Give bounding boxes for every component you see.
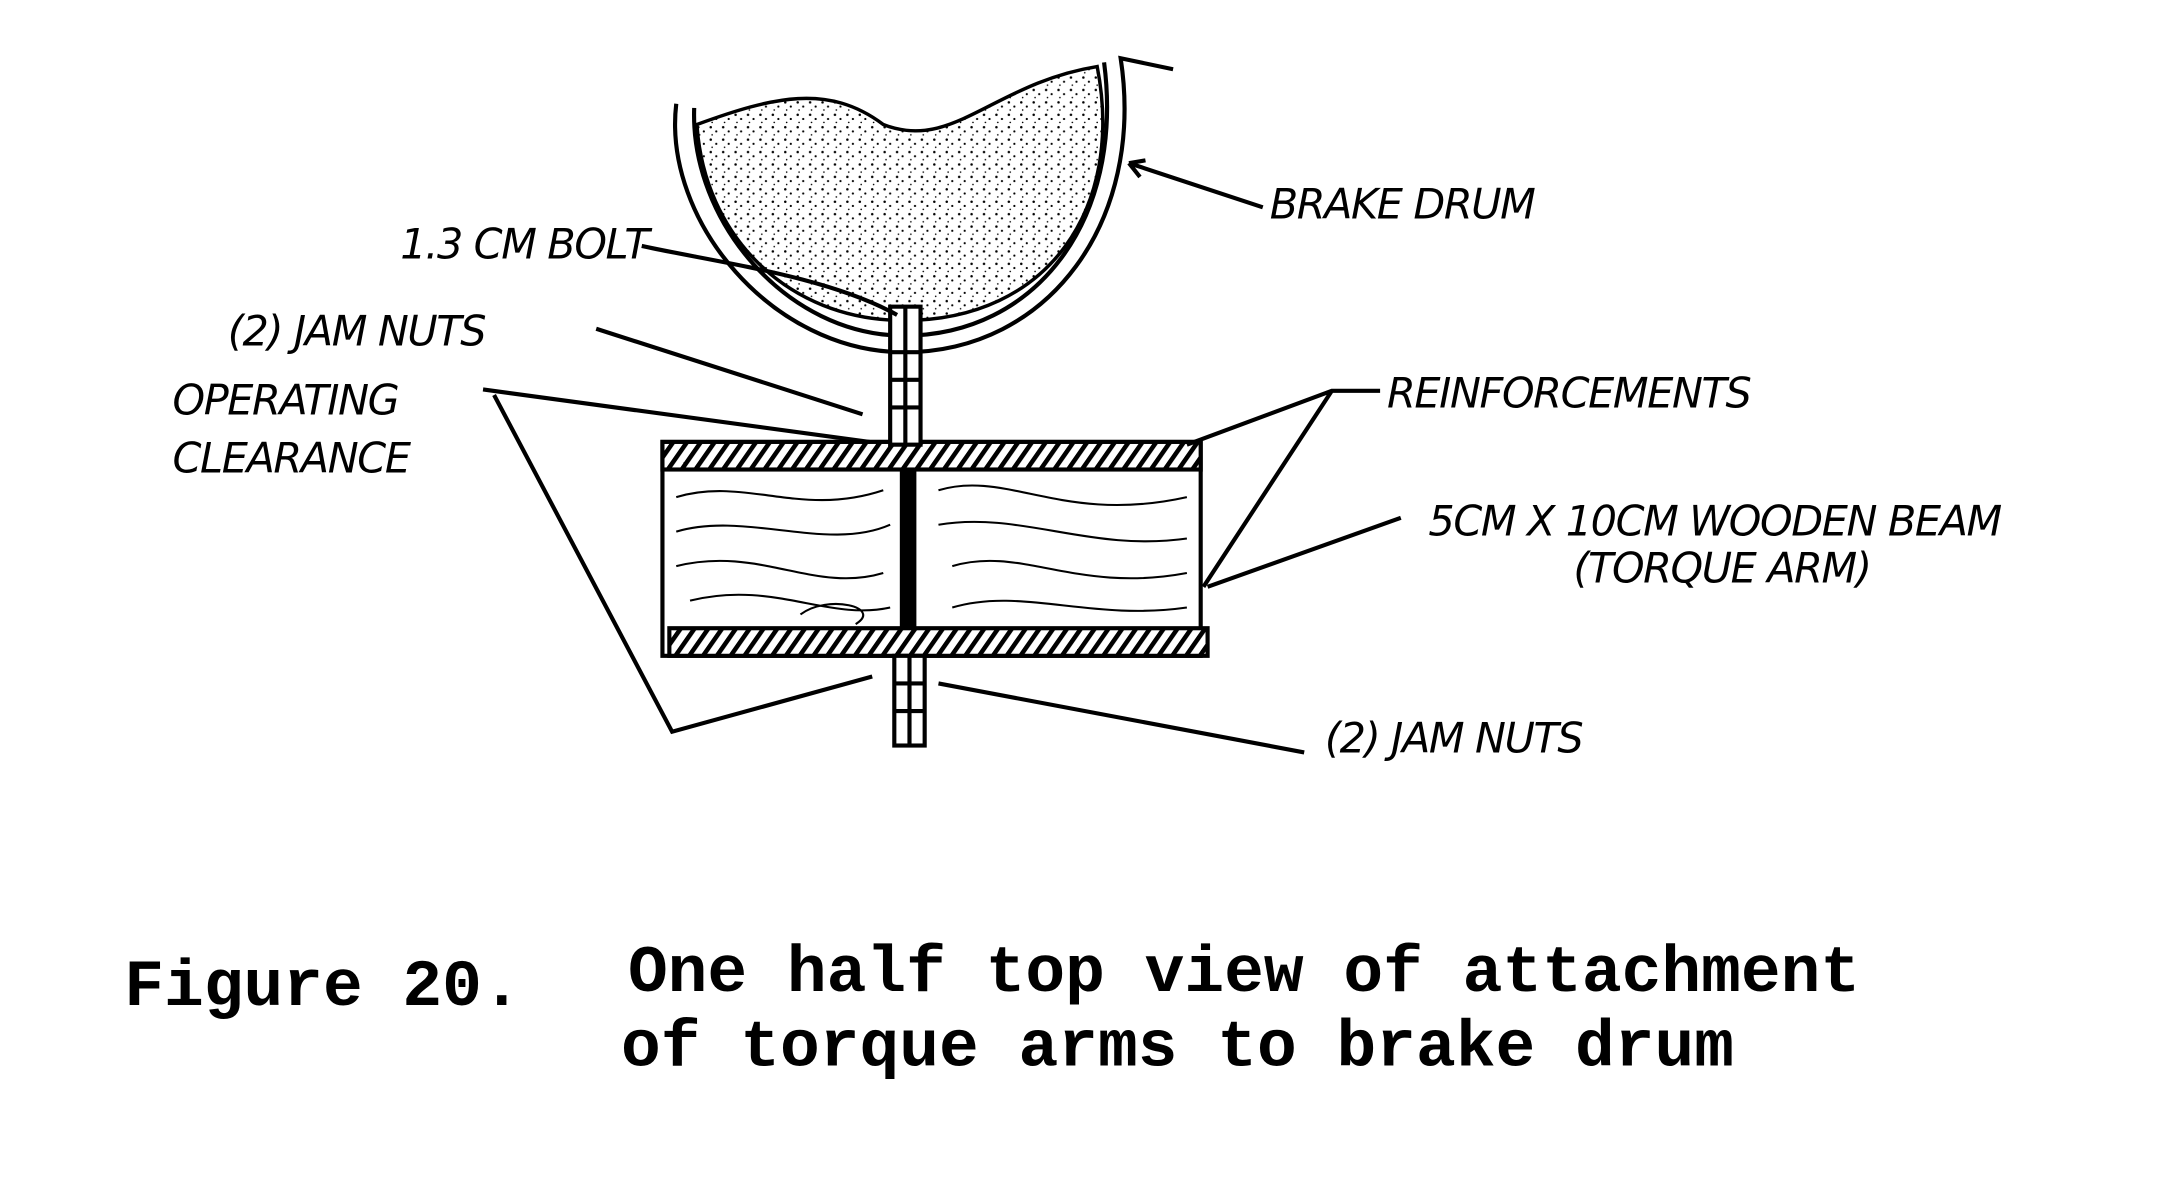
label-brake-drum: BRAKE DRUM <box>1270 180 1535 228</box>
label-operating-clearance-1: OPERATING <box>173 376 399 424</box>
leader-lines <box>482 158 1402 755</box>
brake-drum <box>673 55 1174 355</box>
label-reinforcements: REINFORCEMENTS <box>1387 369 1750 417</box>
caption-line-1: One half top view of attachment <box>628 936 1860 1011</box>
label-beam: 5CM X 10CM WOODEN BEAM <box>1428 498 2001 546</box>
caption-line-2: of torque arms to brake drum <box>621 1011 1734 1086</box>
label-torque-arm: (TORQUE ARM) <box>1573 545 1870 593</box>
label-operating-clearance-2: CLEARANCE <box>173 434 412 482</box>
reinforcement-top <box>660 439 1203 472</box>
label-jam-nuts-bottom: (2) JAM NUTS <box>1325 714 1583 762</box>
label-jam-nuts-top: (2) JAM NUTS <box>228 307 486 355</box>
label-bolt: 1.3 CM BOLT <box>400 220 652 268</box>
caption-number: Figure 20. <box>124 950 521 1025</box>
wooden-beam <box>660 439 1210 658</box>
reinforcement-bottom <box>667 626 1210 658</box>
bolt <box>888 304 927 748</box>
